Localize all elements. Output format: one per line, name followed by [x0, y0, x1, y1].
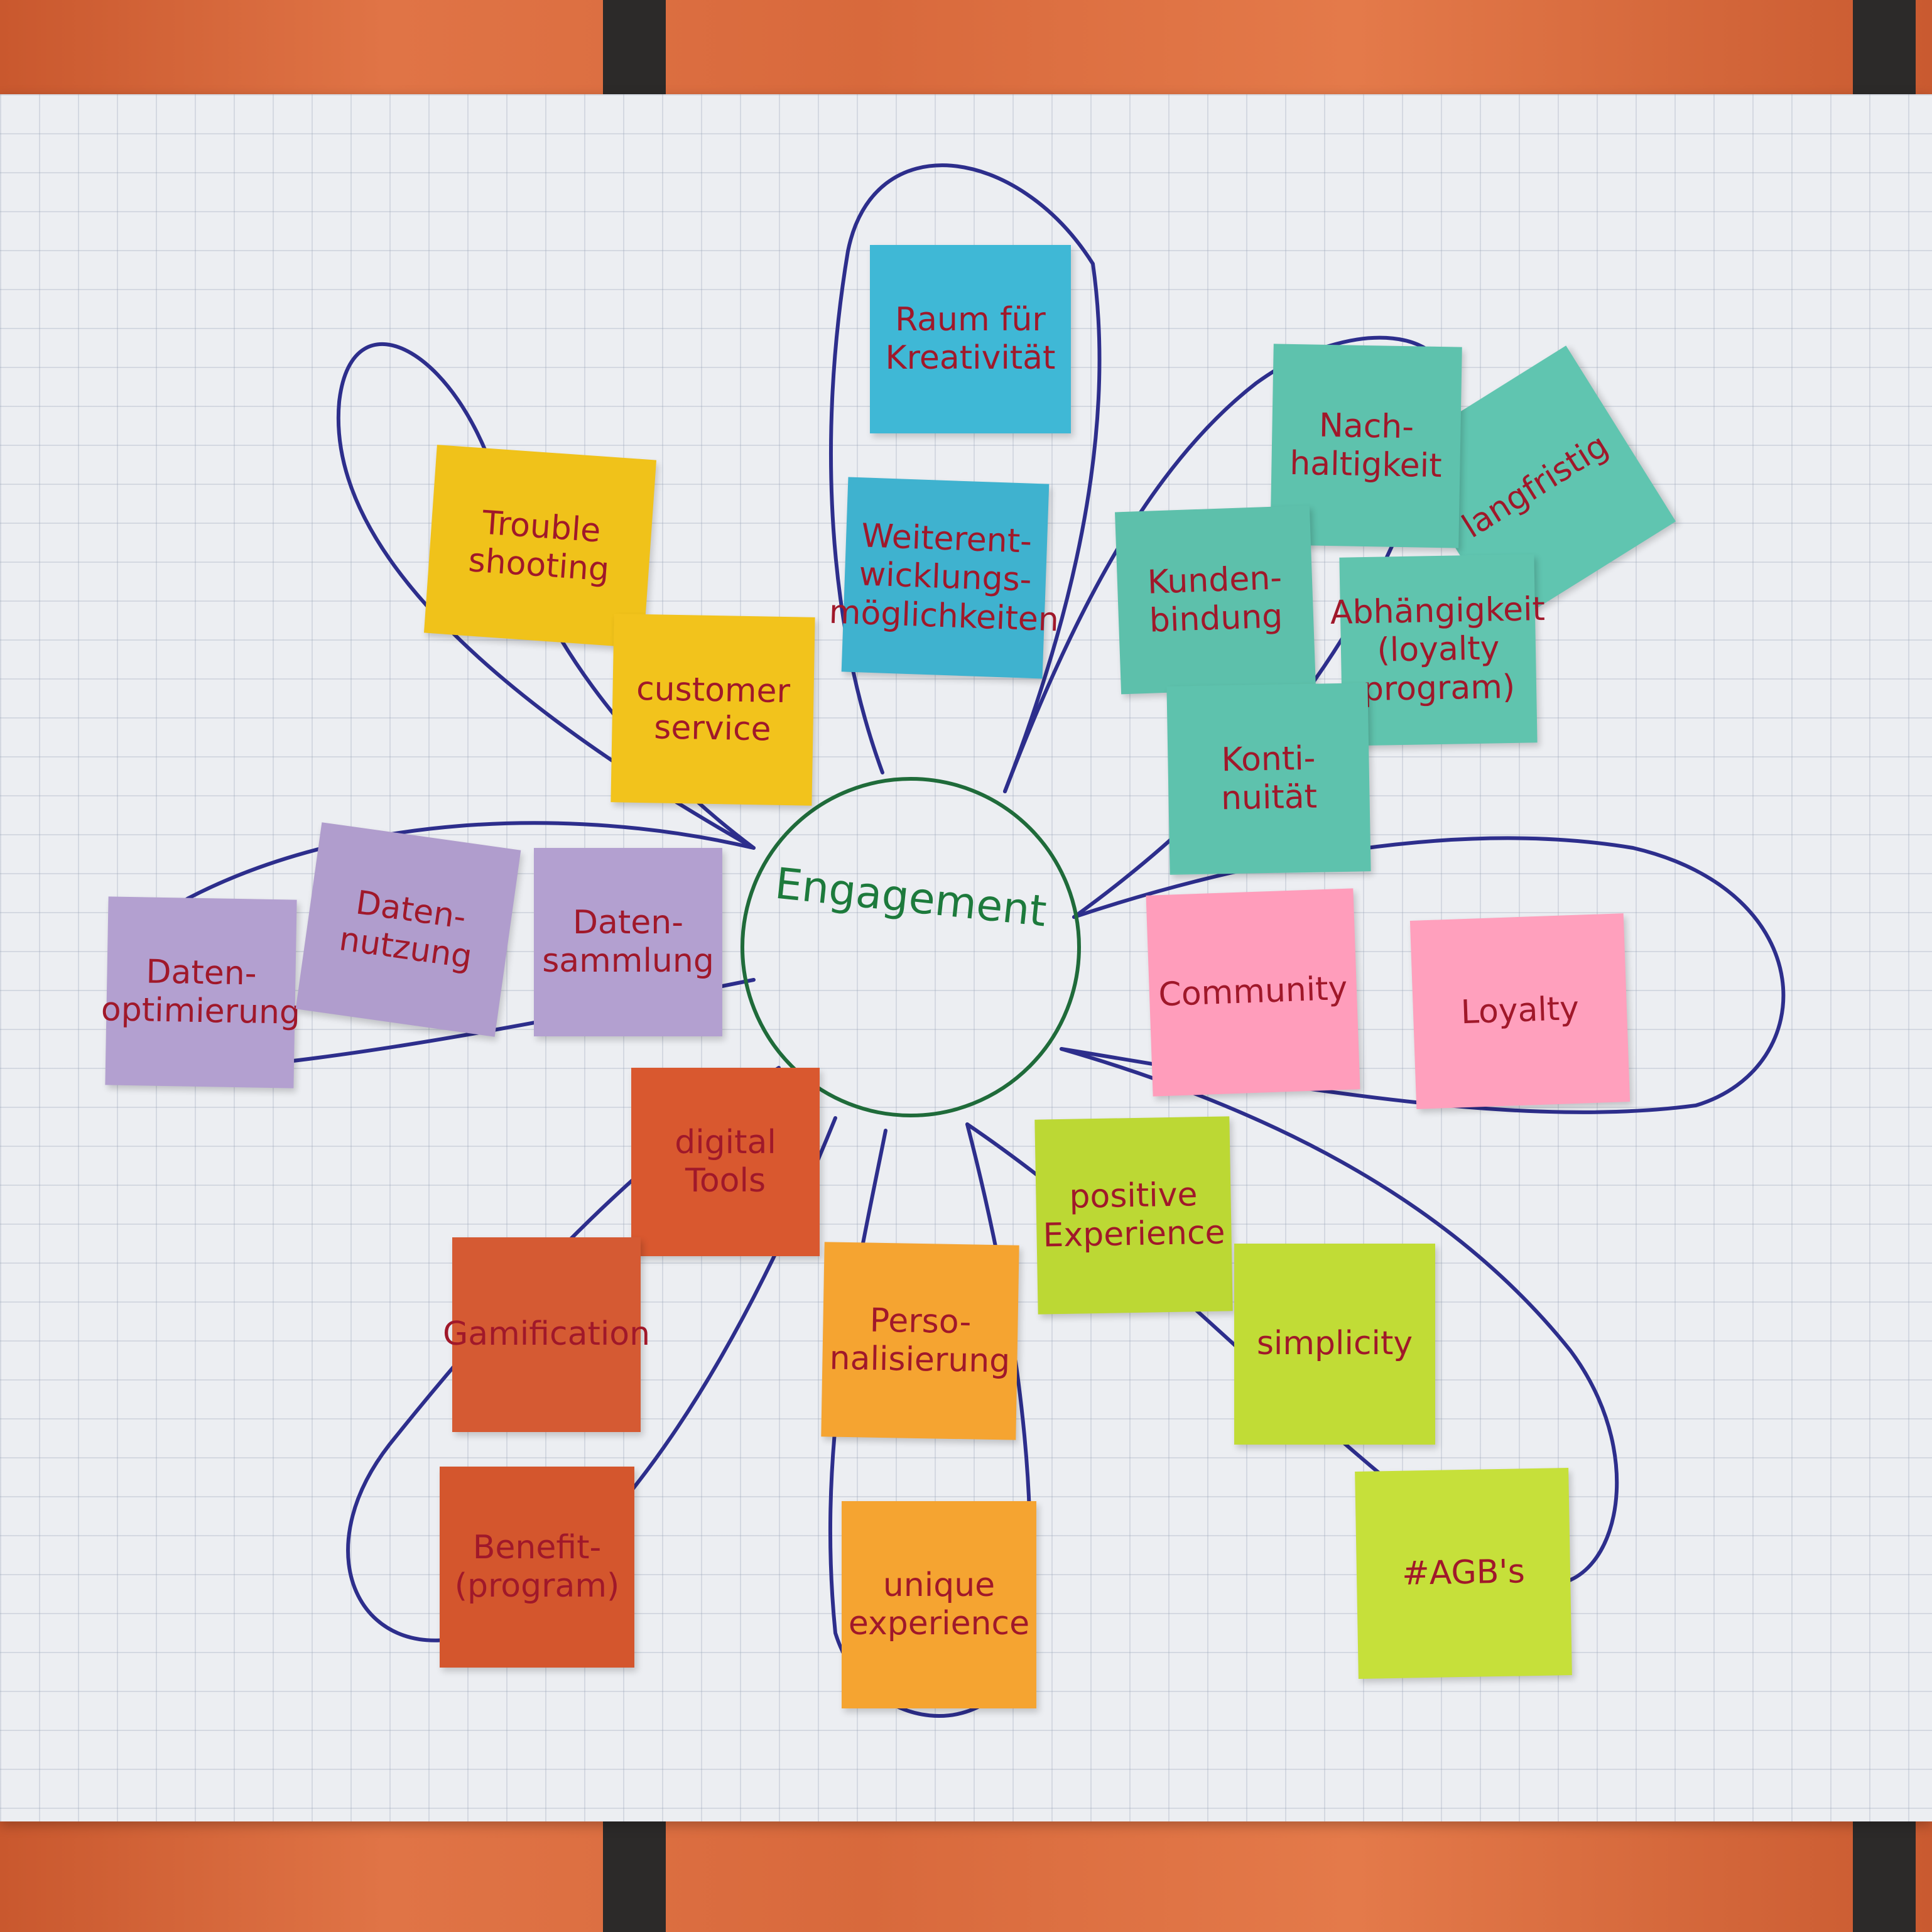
flipchart-paper: Engagement Trouble shooting customer ser…	[0, 94, 1932, 1821]
sticky-note-abhaengigkeit: Abhängigkeit (loyalty program)	[1330, 554, 1545, 746]
sticky-note-personalisierung: Perso- nalisierung	[821, 1242, 1019, 1440]
petal-outline-growth	[828, 163, 1102, 793]
sticky-note-gamification: Gamification	[443, 1237, 650, 1432]
sticky-note-kontinuitaet: Konti- nuität	[1166, 683, 1371, 875]
sticky-note-positive-experience: positive Experience	[1034, 1116, 1233, 1315]
sticky-note-kundenbindung: Kunden- bindung	[1115, 505, 1316, 695]
sticky-note-agbs: #AGB's	[1355, 1468, 1572, 1679]
sticky-note-simplicity: simplicity	[1234, 1244, 1435, 1445]
sticky-note-loyalty: Loyalty	[1409, 913, 1631, 1109]
sticky-note-unique-experience: unique experience	[842, 1501, 1036, 1708]
petal-outline-experience	[965, 1047, 1619, 1587]
sticky-note-datensammlung: Daten- sammlung	[534, 848, 722, 1036]
sticky-note-digital-tools: digital Tools	[631, 1068, 820, 1256]
sticky-note-community: Community	[1146, 888, 1360, 1097]
center-circle	[741, 777, 1081, 1117]
sticky-note-benefit-program: Benefit- (program)	[440, 1467, 634, 1668]
sticky-note-datennutzung: Daten- nutzung	[295, 822, 521, 1037]
sticky-note-datenoptimierung: Daten- optimierung	[100, 896, 301, 1088]
sticky-note-raum-fuer-kreativitaet: Raum für Kreativität	[870, 245, 1071, 433]
sticky-note-customer-service: customer service	[611, 614, 815, 806]
sticky-note-weiterentwicklung: Weiterent- wicklungs- möglichkeiten	[828, 477, 1060, 679]
petal-outline-support	[336, 342, 756, 850]
